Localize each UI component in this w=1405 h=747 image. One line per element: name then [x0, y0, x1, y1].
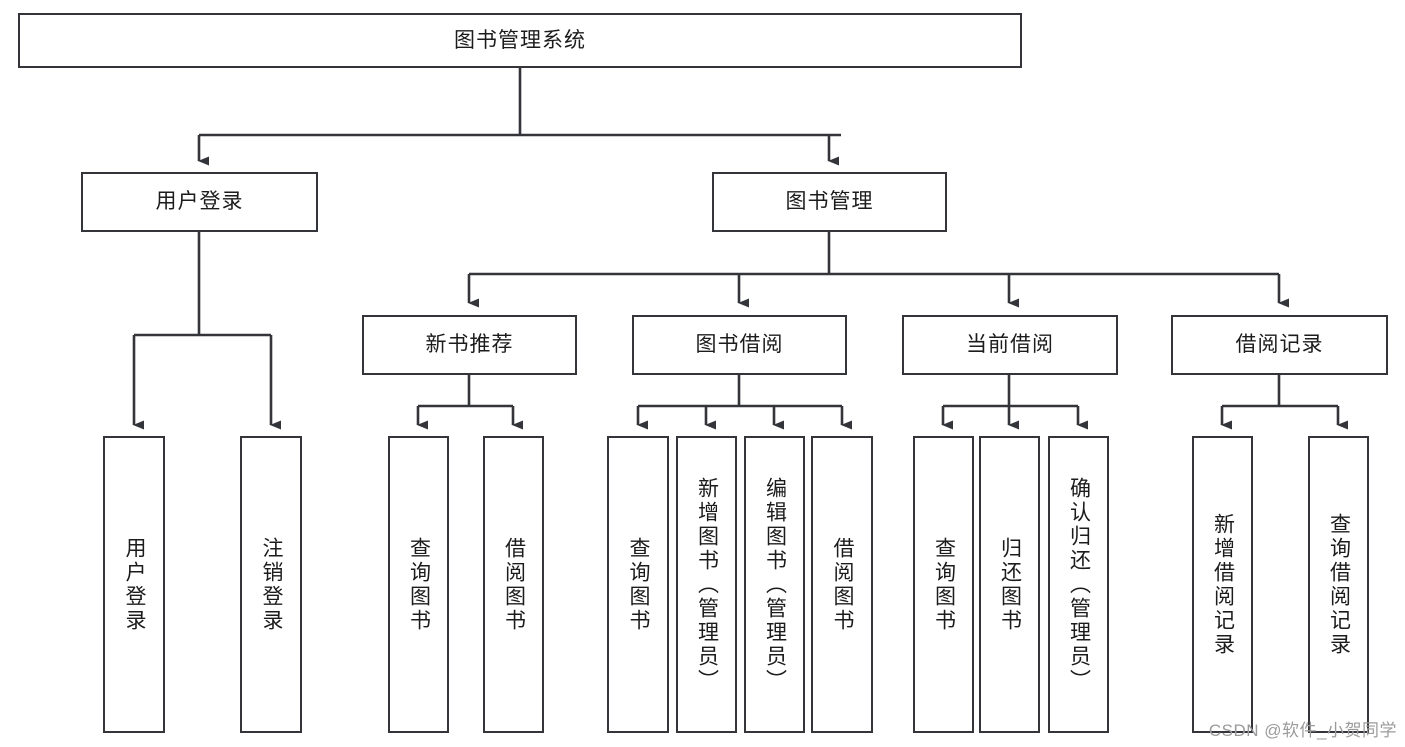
node-leaf-return-book-label: 归还图书 [998, 536, 1022, 633]
node-leaf-user-login-label: 用户登录 [123, 536, 147, 633]
node-new-book-recommend-label: 新书推荐 [425, 333, 514, 357]
node-book-management-label: 图书管理 [785, 190, 874, 214]
node-user-login[interactable]: 用户登录 [81, 172, 318, 232]
node-current-borrow[interactable]: 当前借阅 [902, 315, 1118, 375]
node-root[interactable]: 图书管理系统 [18, 13, 1022, 68]
node-leaf-confirm-return-label: 确认归还（管理员） [1067, 476, 1091, 693]
node-user-login-label: 用户登录 [155, 190, 244, 214]
node-current-borrow-label: 当前借阅 [966, 333, 1054, 357]
node-book-borrow-label: 图书借阅 [695, 333, 784, 357]
connector-group-borrow-record [1220, 375, 1348, 430]
node-book-borrow[interactable]: 图书借阅 [632, 315, 847, 375]
node-leaf-add-book[interactable]: 新增图书（管理员） [676, 436, 737, 733]
node-leaf-query-book-3-label: 查询图书 [932, 536, 956, 633]
node-leaf-borrow-book-1[interactable]: 借阅图书 [483, 436, 544, 733]
node-leaf-add-record-label: 新增借阅记录 [1211, 512, 1235, 657]
node-leaf-logout-login[interactable]: 注销登录 [240, 436, 302, 733]
node-leaf-add-book-label: 新增图书（管理员） [695, 476, 719, 693]
node-borrow-record[interactable]: 借阅记录 [1171, 315, 1388, 375]
node-leaf-query-book-2-label: 查询图书 [627, 536, 651, 633]
connector-group-current-borrow [941, 375, 1088, 430]
node-book-management[interactable]: 图书管理 [712, 172, 947, 232]
node-borrow-record-label: 借阅记录 [1235, 333, 1324, 357]
node-leaf-query-book-1[interactable]: 查询图书 [388, 436, 449, 733]
node-leaf-query-book-1-label: 查询图书 [407, 536, 431, 633]
node-leaf-confirm-return[interactable]: 确认归还（管理员） [1048, 436, 1109, 733]
node-leaf-query-book-3[interactable]: 查询图书 [913, 436, 974, 733]
node-leaf-query-record-label: 查询借阅记录 [1327, 512, 1351, 657]
connector-group-user-login [132, 232, 281, 430]
node-leaf-return-book[interactable]: 归还图书 [979, 436, 1040, 733]
node-new-book-recommend[interactable]: 新书推荐 [362, 315, 577, 375]
node-leaf-query-book-2[interactable]: 查询图书 [607, 436, 669, 733]
node-leaf-add-record[interactable]: 新增借阅记录 [1192, 436, 1253, 733]
node-leaf-borrow-book-1-label: 借阅图书 [502, 536, 526, 633]
node-leaf-query-record[interactable]: 查询借阅记录 [1308, 436, 1369, 733]
connector-group-new-book-recommend [416, 375, 523, 430]
connector-group-book-borrow [636, 375, 852, 430]
node-leaf-borrow-book-2-label: 借阅图书 [831, 536, 855, 633]
node-root-label: 图书管理系统 [454, 28, 586, 52]
node-leaf-borrow-book-2[interactable]: 借阅图书 [811, 436, 873, 733]
node-leaf-user-login[interactable]: 用户登录 [103, 436, 165, 733]
node-leaf-edit-book-label: 编辑图书（管理员） [763, 476, 787, 693]
node-leaf-edit-book[interactable]: 编辑图书（管理员） [744, 436, 805, 733]
connector-group-root [197, 68, 841, 166]
node-leaf-logout-login-label: 注销登录 [260, 536, 284, 633]
connector-group-book-management [467, 232, 1289, 308]
